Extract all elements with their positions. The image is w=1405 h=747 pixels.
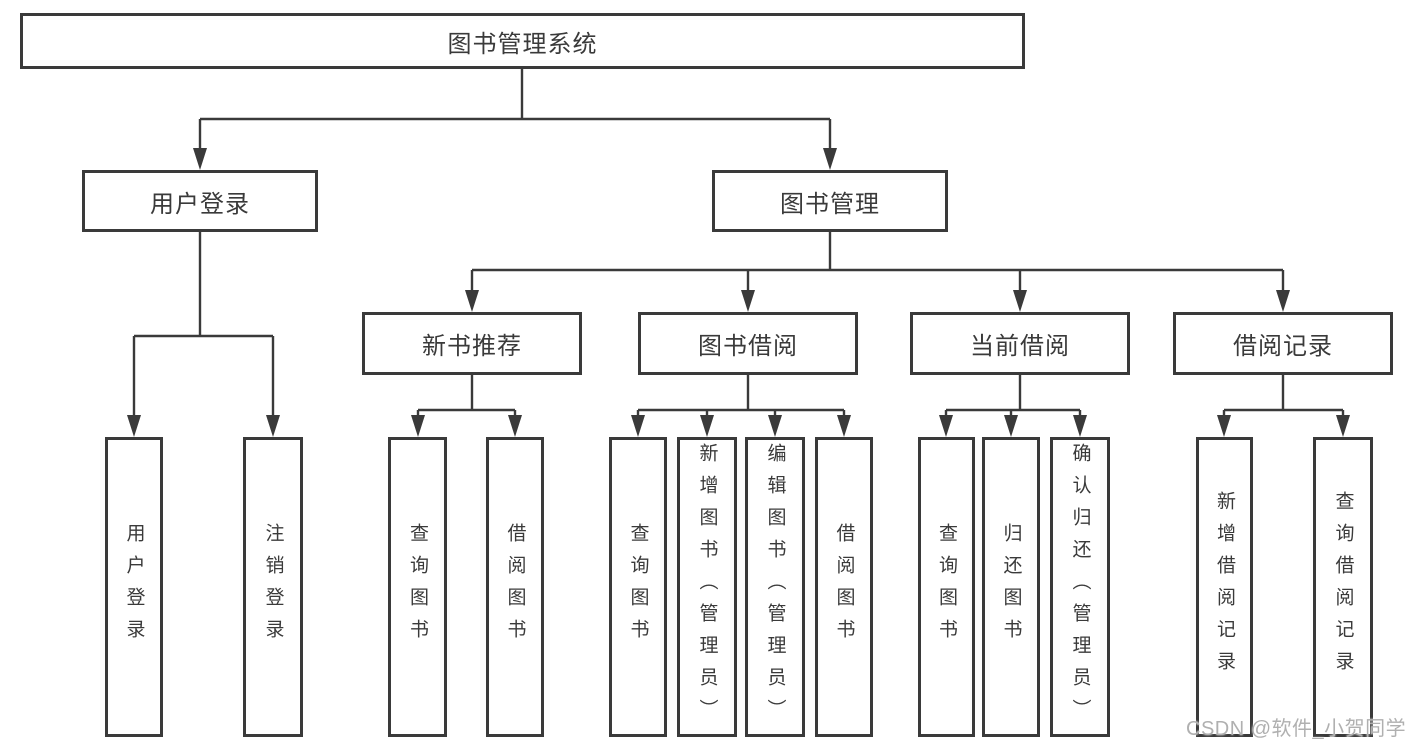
node-book-management: 图书管理	[712, 170, 948, 232]
leaf-borrow-books-borrow: 借阅图书	[815, 437, 873, 737]
node-new-book-recommend: 新书推荐	[362, 312, 582, 375]
leaf-return-book: 归还图书	[982, 437, 1040, 737]
leaf-return-book-label: 归还图书	[1000, 523, 1022, 651]
connector-book-management-to-level3	[465, 232, 1290, 312]
node-root: 图书管理系统	[20, 13, 1025, 69]
leaf-confirm-return-admin: 确认归还（管理员）	[1050, 437, 1110, 737]
leaf-logout: 注销登录	[243, 437, 303, 737]
node-user-login: 用户登录	[82, 170, 318, 232]
node-root-label: 图书管理系统	[447, 30, 598, 58]
node-borrow-records: 借阅记录	[1173, 312, 1393, 375]
leaf-query-borrow-record: 查询借阅记录	[1313, 437, 1373, 737]
leaf-query-books-borrow: 查询图书	[609, 437, 667, 737]
leaf-add-borrow-record: 新增借阅记录	[1196, 437, 1253, 737]
leaf-edit-book-admin-label: 编辑图书（管理员）	[764, 443, 786, 731]
node-user-login-label: 用户登录	[150, 190, 250, 218]
node-current-borrow: 当前借阅	[910, 312, 1130, 375]
leaf-confirm-return-admin-label: 确认归还（管理员）	[1069, 443, 1091, 731]
leaf-add-book-admin: 新增图书（管理员）	[677, 437, 737, 737]
connector-current-borrow-group	[939, 375, 1087, 437]
leaf-query-books-current: 查询图书	[918, 437, 975, 737]
connector-root-to-level2	[193, 69, 837, 170]
leaf-query-books-borrow-label: 查询图书	[627, 523, 649, 651]
node-book-management-label: 图书管理	[780, 190, 880, 218]
connector-borrow-records-group	[1217, 375, 1350, 437]
node-borrow-records-label: 借阅记录	[1233, 333, 1333, 360]
node-book-borrow: 图书借阅	[638, 312, 858, 375]
csdn-watermark: CSDN @软件_小贺同学	[1186, 718, 1405, 740]
leaf-edit-book-admin: 编辑图书（管理员）	[745, 437, 805, 737]
leaf-borrow-books-recommend-label: 借阅图书	[504, 523, 526, 651]
node-current-borrow-label: 当前借阅	[970, 333, 1070, 360]
leaf-user-login: 用户登录	[105, 437, 163, 737]
leaf-query-books-recommend-label: 查询图书	[407, 523, 428, 651]
node-new-book-recommend-label: 新书推荐	[422, 333, 522, 360]
leaf-query-books-recommend: 查询图书	[388, 437, 447, 737]
leaf-borrow-books-recommend: 借阅图书	[486, 437, 544, 737]
node-book-borrow-label: 图书借阅	[698, 333, 798, 360]
connector-user-login-group	[127, 232, 280, 437]
leaf-user-login-label: 用户登录	[123, 523, 145, 651]
leaf-query-borrow-record-label: 查询借阅记录	[1332, 491, 1354, 683]
leaf-borrow-books-borrow-label: 借阅图书	[833, 523, 855, 651]
leaf-add-book-admin-label: 新增图书（管理员）	[696, 443, 718, 731]
leaf-logout-label: 注销登录	[262, 523, 284, 651]
connector-book-borrow-group	[631, 375, 851, 437]
leaf-add-borrow-record-label: 新增借阅记录	[1214, 491, 1235, 683]
leaf-query-books-current-label: 查询图书	[936, 523, 957, 651]
connector-new-book-group	[411, 375, 522, 437]
